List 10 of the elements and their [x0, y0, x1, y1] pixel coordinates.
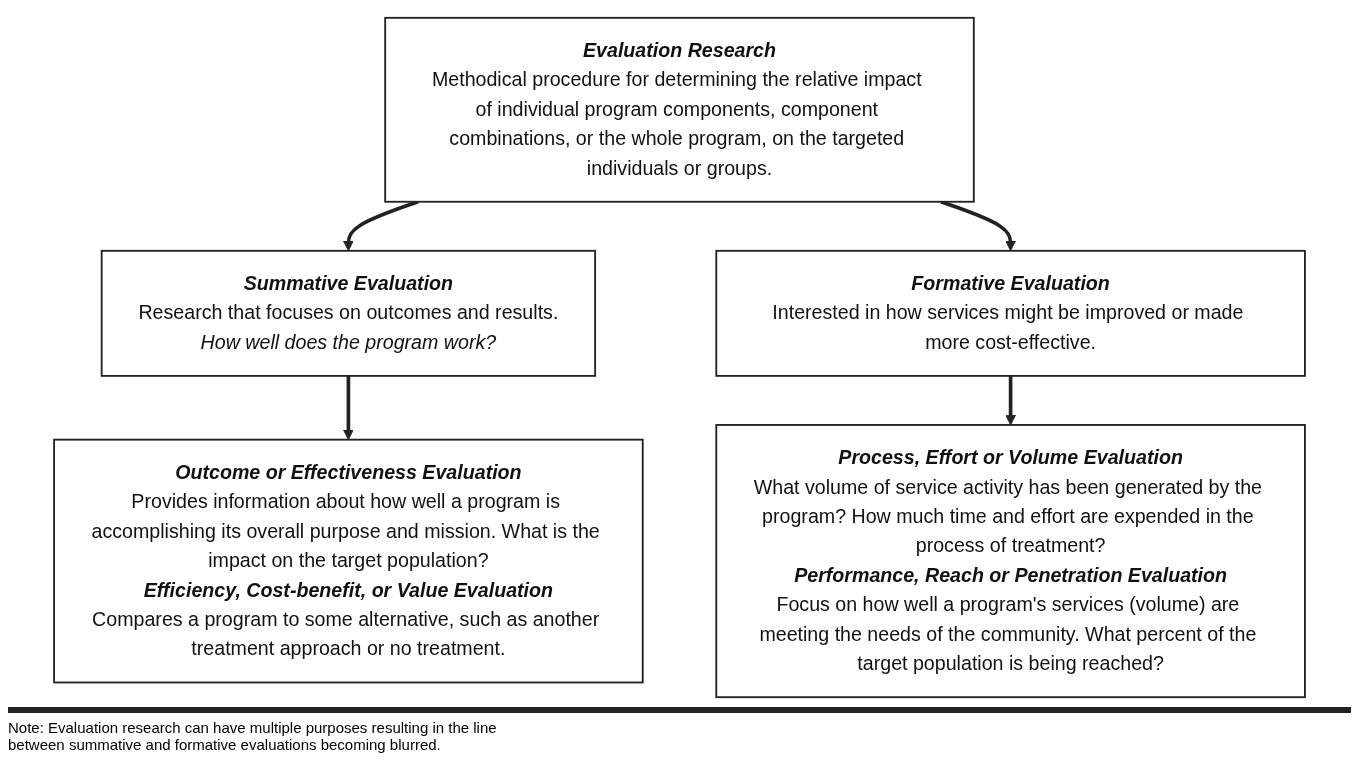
note-text: Note: Evaluation research can have multiple purposes resulting in the line between summative and formative evaluations becoming blurred.: [8, 719, 498, 753]
arrow: [1005, 375, 1016, 426]
arrow: [940, 200, 1016, 252]
arrow: [343, 200, 419, 252]
node-box: Evaluation Research Methodical procedure for determining the relative impact of individual program components, component combinations, or the whole program, on the targeted individuals or groups.: [384, 16, 975, 203]
node-box: Summative Evaluation Research that focuses on outcomes and results. How well does the program work?: [100, 249, 597, 377]
node-box: Process, Effort or Volume Evaluation What volume of service activity has been generated by the program? How much time and effort are expended in the process of treatment? Performance, Reach or Penetration Evaluation Focus on how well a program's services (volume) are meeting the needs of the community. What percent of the target population is being reached?: [715, 424, 1306, 699]
arrow: [343, 375, 354, 441]
node-box: Outcome or Effectiveness Evaluation Provides information about how well a program is accomplishing its overall purpose and mission. What is the impact on the target population? Efficiency, Cost-benefit, or Value Evaluation Compares a program to some alternative, such as another treatment approach or no treatment.: [53, 438, 644, 684]
node-box: Formative Evaluation Interested in how services might be improved or made more cost-effective.: [715, 249, 1306, 377]
